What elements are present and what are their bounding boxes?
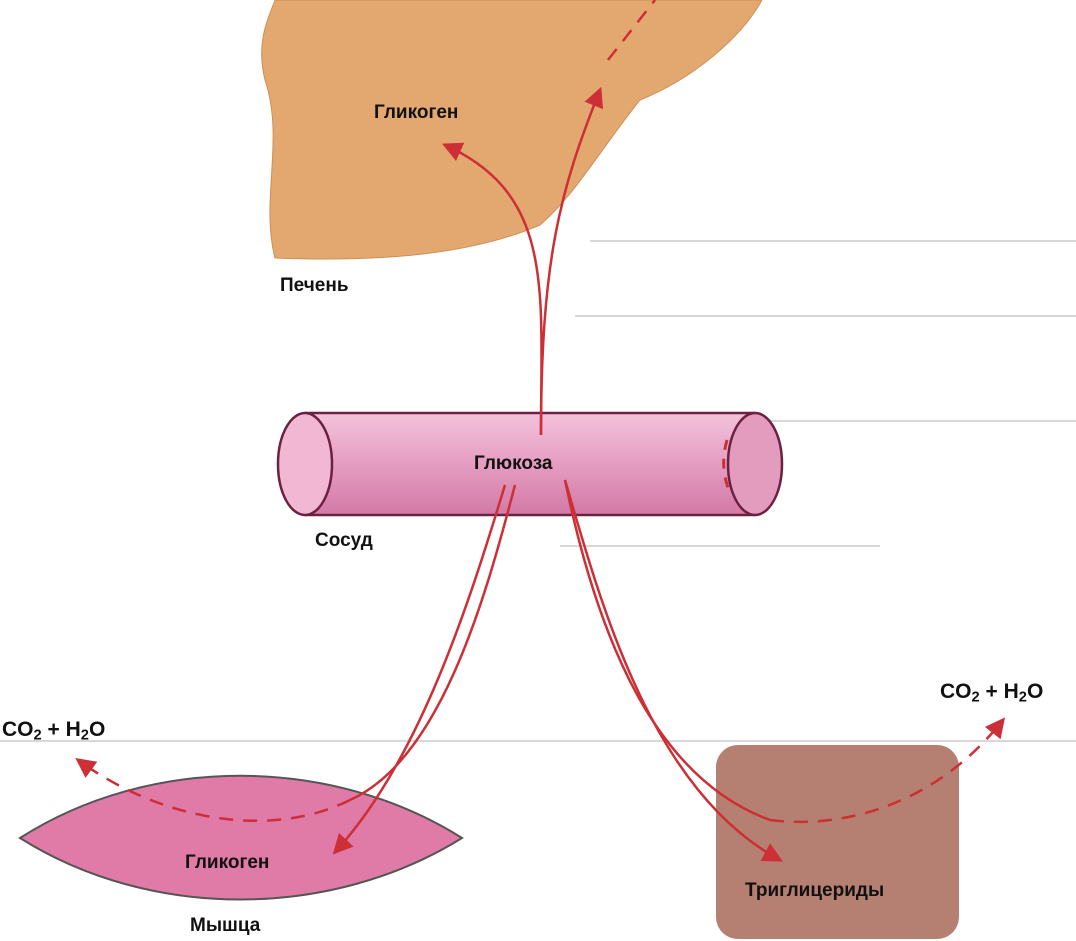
arrow-muscle-co2	[75, 758, 351, 822]
muscle-label: Мышца	[190, 915, 261, 936]
glucose-label: Глюкоза	[474, 453, 553, 474]
muscle-glycogen-label: Гликоген	[185, 852, 270, 873]
co2-h2o-left-label: CO2 + H2O	[2, 718, 106, 744]
arrow-liver-oxidation-dashed	[607, 0, 656, 61]
co2-h2o-right-label: CO2 + H2O	[940, 680, 1044, 706]
arrow-to-triglycerides	[563, 479, 783, 862]
arrow-to-muscle-2	[349, 484, 517, 802]
vessel-label: Сосуд	[315, 530, 373, 551]
arrow-to-fat-ring	[563, 479, 771, 822]
arrow-to-muscle-1	[332, 484, 507, 855]
fat-tissue-shape	[716, 745, 959, 939]
triglycerides-label: Триглицериды	[745, 880, 885, 901]
arrow-fat-co2	[769, 717, 1006, 824]
liver-shape	[261, 0, 763, 260]
pathway-arrows	[75, 0, 1006, 862]
muscle-shape	[18, 774, 464, 901]
arrow-to-liver-oxidation	[539, 86, 604, 436]
liver-label: Печень	[280, 275, 349, 296]
vessel-tube	[276, 411, 784, 517]
liver-glycogen-label: Гликоген	[374, 102, 459, 123]
